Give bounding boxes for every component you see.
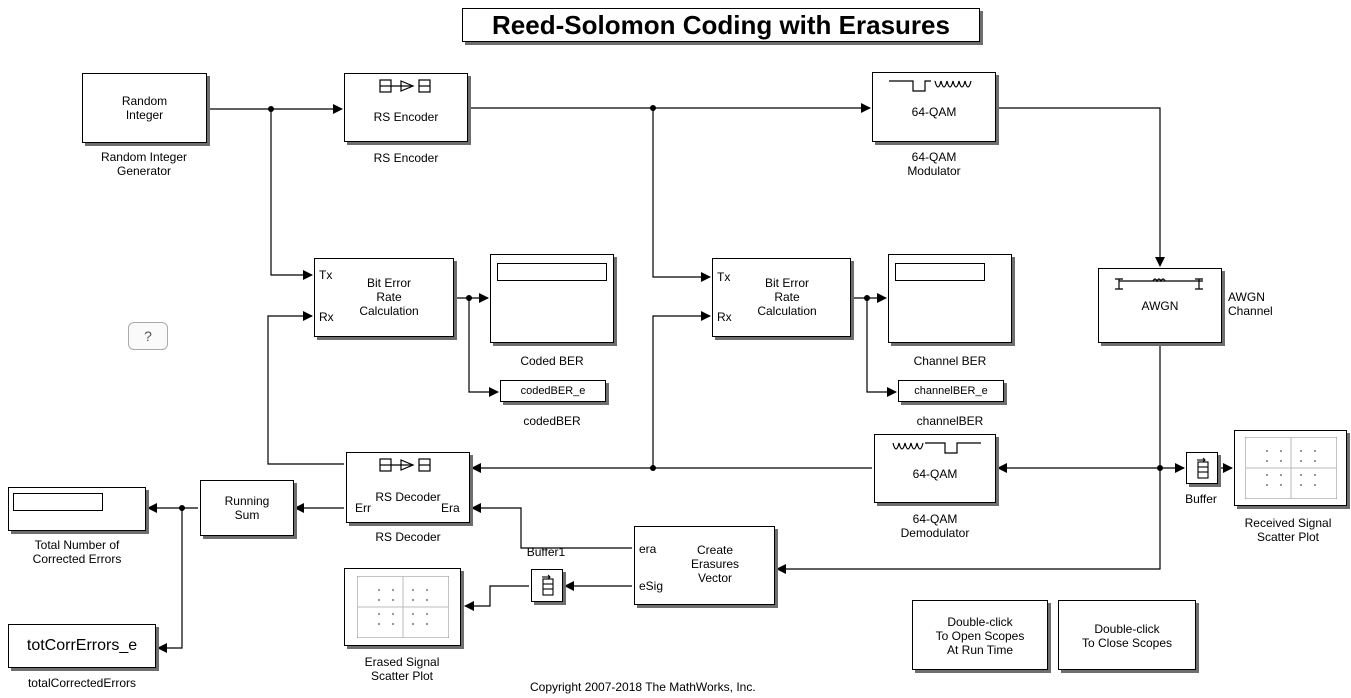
- encoder-icon: [379, 79, 431, 93]
- running-sum-block[interactable]: Running Sum: [200, 480, 294, 536]
- line-to-erasures: [776, 468, 1161, 574]
- ber1-port-tx: Tx: [319, 268, 333, 282]
- coded-ber-label: Coded BER: [520, 354, 584, 368]
- open-scopes-button[interactable]: Double-click To Open Scopes At Run Time: [912, 600, 1048, 670]
- line-buffer1-to-scatter: [464, 585, 529, 611]
- total-errors-display-field: [13, 493, 103, 511]
- ber2-port-tx: Tx: [717, 270, 731, 284]
- ber1-port-rx: Rx: [319, 310, 334, 324]
- buffer-label: Buffer: [1185, 492, 1217, 506]
- channel-ber-workspace-block[interactable]: channelBER_e: [898, 380, 1004, 402]
- received-scatter-plot-label: Received Signal Scatter Plot: [1244, 516, 1332, 544]
- rs-encoder-block[interactable]: RS Encoder: [344, 73, 468, 142]
- total-errors-display[interactable]: [8, 487, 146, 531]
- line-random-to-ber1-tx: [270, 109, 313, 280]
- line-demod-to-ber2-rx: [652, 311, 711, 468]
- buffer-icon: [542, 574, 554, 596]
- awgn-channel-block[interactable]: AWGN: [1098, 268, 1222, 343]
- line-sum-to-ws: [157, 508, 183, 653]
- rs-decoder-port-era: Era: [441, 501, 460, 515]
- buffer1-label: Buffer1: [526, 545, 566, 559]
- scatter-plot-icon: [357, 576, 449, 638]
- close-scopes-text: Double-click To Close Scopes: [1081, 622, 1173, 650]
- channel-ber-display-field: [895, 263, 985, 281]
- junction-dot: [864, 295, 870, 301]
- erased-scatter-plot-block[interactable]: [344, 568, 461, 646]
- coded-ber-workspace-label: codedBER: [523, 414, 581, 428]
- modulator-icon: [889, 80, 972, 92]
- received-scatter-plot-block[interactable]: [1234, 430, 1347, 506]
- line-mod-to-awgn: [996, 107, 1165, 267]
- random-integer-label: Random Integer Generator: [100, 150, 188, 178]
- junction-dot: [650, 465, 656, 471]
- junction-dot: [268, 106, 274, 112]
- coded-ber-workspace-block[interactable]: codedBER_e: [500, 380, 606, 402]
- qam-modulator-label: 64-QAM Modulator: [907, 150, 961, 178]
- qam-demodulator-text: 64-QAM: [912, 467, 958, 481]
- erased-scatter-plot-label: Erased Signal Scatter Plot: [364, 655, 440, 683]
- junction-dot: [466, 295, 472, 301]
- close-scopes-button[interactable]: Double-click To Close Scopes: [1058, 600, 1196, 670]
- awgn-label: AWGN Channel: [1228, 290, 1273, 318]
- rs-decoder-port-err: Err: [355, 501, 371, 515]
- bit-error-rate-block-1[interactable]: Tx Rx Bit Error Rate Calculation: [314, 258, 454, 337]
- qam-modulator-block[interactable]: 64-QAM: [872, 72, 996, 142]
- running-sum-text: Running Sum: [224, 494, 270, 522]
- buffer-icon: [1197, 457, 1209, 479]
- qam-demodulator-label: 64-QAM Demodulator: [900, 512, 970, 540]
- line-ber2-to-ws: [866, 298, 897, 397]
- total-errors-label: Total Number of Corrected Errors: [32, 538, 122, 566]
- erasures-port-esig: eSig: [639, 579, 664, 593]
- rs-decoder-label: RS Decoder: [375, 530, 441, 544]
- diagram-title: Reed-Solomon Coding with Erasures: [462, 8, 980, 42]
- buffer1-block[interactable]: [531, 569, 563, 602]
- coded-ber-display[interactable]: [490, 254, 614, 343]
- tot-corr-workspace-label: totalCorrectedErrors: [27, 676, 137, 690]
- create-erasures-block[interactable]: era eSig Create Erasures Vector: [634, 526, 775, 605]
- demodulator-icon: [892, 442, 981, 454]
- junction-dot: [650, 105, 656, 111]
- scatter-plot-icon: [1245, 437, 1337, 499]
- line-encoder-to-ber2-tx: [652, 108, 711, 282]
- rs-decoder-text: RS Decoder: [375, 490, 441, 504]
- line-ber1-to-ws: [468, 298, 499, 397]
- random-integer-text: Random Integer: [121, 94, 168, 122]
- erasures-text: Create Erasures Vector: [690, 543, 740, 585]
- rs-encoder-text: RS Encoder: [373, 110, 439, 124]
- channel-ber-label: Channel BER: [913, 354, 987, 368]
- ber2-port-rx: Rx: [717, 310, 732, 324]
- junction-dot: [1157, 465, 1163, 471]
- ber2-text: Bit Error Rate Calculation: [757, 276, 817, 318]
- awgn-icon: [1115, 278, 1203, 290]
- line-decoder-to-ber1-rx: [267, 311, 344, 465]
- buffer-block[interactable]: [1186, 452, 1218, 484]
- copyright-text: Copyright 2007-2018 The MathWorks, Inc.: [530, 680, 756, 694]
- channel-ber-workspace-text: channelBER_e: [914, 385, 988, 397]
- open-scopes-text: Double-click To Open Scopes At Run Time: [935, 615, 1025, 657]
- ber1-text: Bit Error Rate Calculation: [359, 276, 419, 318]
- rs-decoder-block[interactable]: RS Decoder Err Era: [346, 452, 470, 523]
- coded-ber-workspace-text: codedBER_e: [520, 385, 586, 397]
- rs-encoder-label: RS Encoder: [373, 151, 439, 165]
- help-button[interactable]: ?: [128, 322, 168, 350]
- awgn-text: AWGN: [1141, 299, 1179, 313]
- tot-corr-workspace-block[interactable]: totCorrErrors_e: [8, 624, 156, 668]
- qam-demodulator-block[interactable]: 64-QAM: [874, 434, 996, 503]
- decoder-icon: [379, 458, 431, 472]
- erasures-port-era: era: [639, 542, 657, 556]
- coded-ber-display-field: [497, 263, 607, 281]
- junction-dot: [179, 505, 185, 511]
- bit-error-rate-block-2[interactable]: Tx Rx Bit Error Rate Calculation: [712, 258, 851, 337]
- line-erasures-to-decoder: [471, 503, 632, 549]
- qam-modulator-text: 64-QAM: [911, 105, 957, 119]
- random-integer-block[interactable]: Random Integer: [82, 73, 207, 143]
- channel-ber-display[interactable]: [888, 254, 1012, 343]
- channel-ber-workspace-label: channelBER: [916, 414, 984, 428]
- tot-corr-workspace-text: totCorrErrors_e: [26, 637, 138, 654]
